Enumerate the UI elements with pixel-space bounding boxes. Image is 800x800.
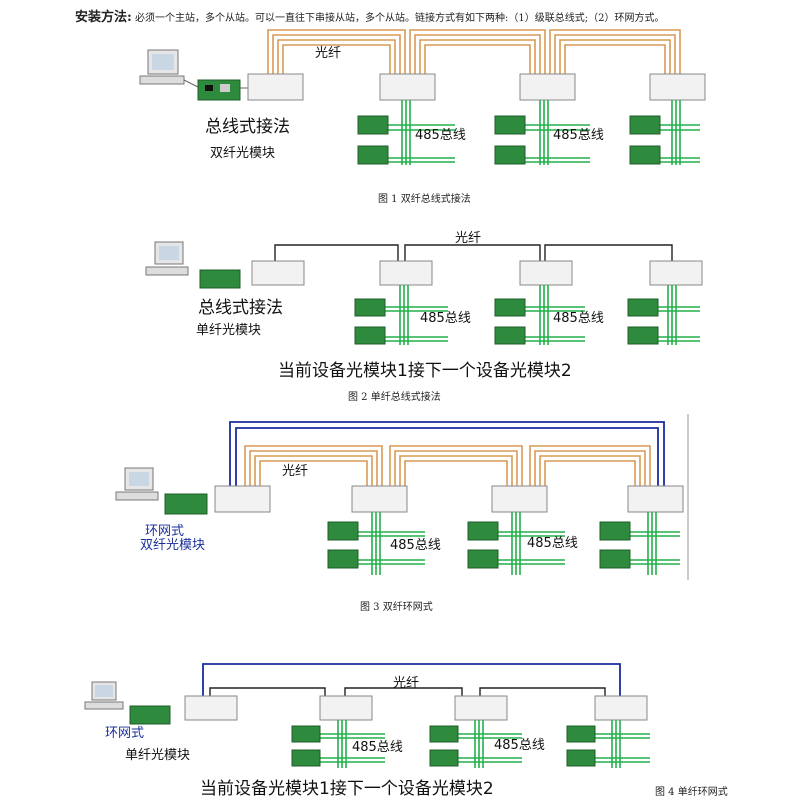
fiber-label: 光纤 — [455, 231, 482, 246]
fiber-module — [251, 260, 703, 286]
diagram-subtitle: 双纤光模块 — [140, 538, 206, 553]
figure-4-diagram — [84, 663, 650, 768]
bus-label: 485总线 — [494, 738, 545, 753]
slave-card — [327, 521, 631, 569]
figure-caption: 图 3 双纤环网式 — [360, 602, 433, 613]
figure-3: 光纤 485总线 485总线 环网式 双纤光模块 图 3 双纤环网式 — [0, 410, 800, 620]
fiber-module — [214, 485, 684, 513]
figure-1-diagram — [139, 29, 706, 165]
bus-label: 485总线 — [390, 538, 441, 553]
diagram-title: 环网式 — [105, 726, 145, 741]
diagram-subtitle: 单纤光模块 — [125, 748, 191, 763]
single-fiber-lines — [209, 687, 606, 698]
computer-icon — [84, 681, 124, 710]
slave-card — [354, 298, 659, 345]
diagram-title: 环网式 — [145, 524, 185, 539]
diagram-note: 当前设备光模块1接下一个设备光模块2 — [278, 361, 572, 381]
rs485-bus-lines — [350, 512, 680, 575]
fiber-module — [184, 695, 648, 721]
figure-3-diagram — [115, 414, 689, 580]
diagram-subtitle: 双纤光模块 — [210, 146, 276, 161]
figure-2: 光纤 485总线 485总线 总线式接法 单纤光模块 当前设备光模块1接下一个设… — [0, 215, 800, 410]
intro-text: 必须一个主站，多个从站。可以一直往下串接从站，多个从站。链接方式有如下两种:（1… — [135, 13, 665, 24]
slave-card — [357, 115, 661, 165]
fiber-label: 光纤 — [282, 464, 309, 479]
fiber-module — [247, 73, 706, 101]
computer-icon — [145, 241, 189, 276]
single-fiber-lines — [274, 244, 673, 263]
figure-caption: 图 2 单纤总线式接法 — [348, 392, 441, 403]
ring-lines — [229, 421, 665, 488]
intro-heading: 安装方法: — [75, 10, 132, 25]
rs485-bus-lines — [385, 100, 700, 165]
slave-card — [291, 725, 596, 767]
bus-label: 485总线 — [553, 311, 604, 326]
figure-4: 光纤 485总线 485总线 环网式 单纤光模块 当前设备光模块1接下一个设备光… — [0, 650, 800, 800]
fiber-label: 光纤 — [315, 46, 342, 61]
bus-label: 485总线 — [420, 311, 471, 326]
figure-caption: 图 1 双纤总线式接法 — [378, 194, 471, 205]
bus-label: 485总线 — [553, 128, 604, 143]
bus-label: 485总线 — [527, 536, 578, 551]
intro-line: 安装方法: 必须一个主站，多个从站。可以一直往下串接从站，多个从站。链接方式有如… — [75, 6, 664, 25]
master-card — [197, 79, 241, 101]
diagram-note: 当前设备光模块1接下一个设备光模块2 — [200, 779, 494, 799]
computer-icon — [115, 467, 159, 501]
master-card — [129, 705, 171, 725]
bus-label: 485总线 — [352, 740, 403, 755]
rs485-bus-lines — [378, 285, 700, 345]
dual-fiber-lines — [267, 29, 681, 75]
dual-fiber-lines — [244, 445, 651, 488]
figure-caption: 图 4 单纤环网式 — [655, 787, 728, 798]
rs485-bus-lines — [315, 720, 650, 768]
figure-2-diagram — [145, 241, 703, 345]
figure-1: 光纤 485总线 485总线 总线式接法 双纤光模块 图 1 双纤总线式接法 — [0, 0, 800, 210]
diagram-title: 总线式接法 — [205, 117, 290, 137]
diagram-subtitle: 单纤光模块 — [196, 323, 262, 338]
master-card — [199, 269, 241, 289]
bus-label: 485总线 — [415, 128, 466, 143]
master-card — [164, 493, 208, 515]
fiber-label: 光纤 — [393, 676, 420, 691]
ring-lines — [202, 663, 621, 698]
computer-icon — [139, 49, 185, 85]
diagram-title: 总线式接法 — [198, 298, 283, 318]
